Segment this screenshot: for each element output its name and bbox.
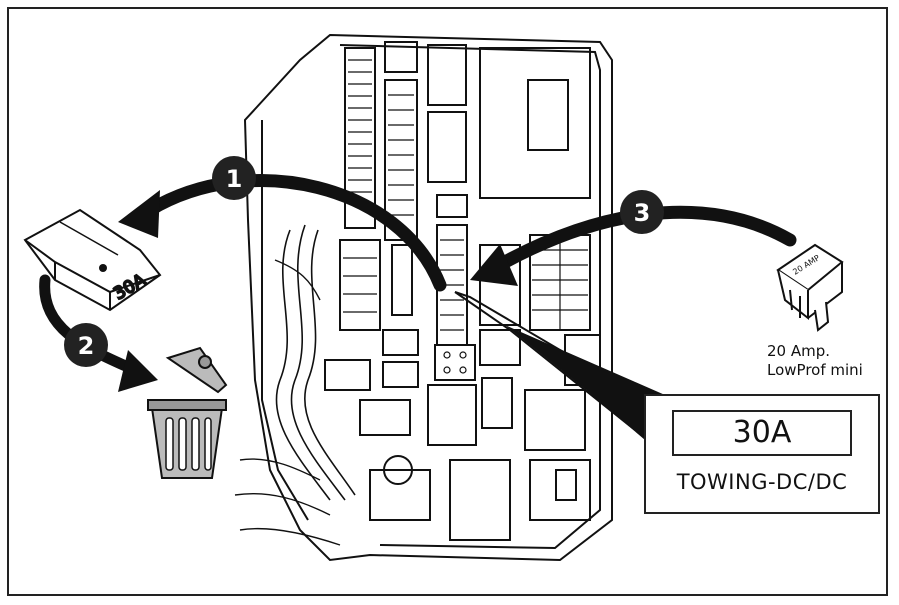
new-fuse-caption-line1: 20 Amp.: [767, 342, 863, 361]
step-badge-3: 3: [620, 190, 664, 234]
trash-can-icon: [148, 348, 226, 478]
step-badge-2: 2: [64, 323, 108, 367]
step-badge-1: 1: [212, 156, 256, 200]
step-number-1: 1: [226, 165, 243, 193]
new-fuse-icon: 20 AMP: [778, 245, 842, 330]
callout-amperage: 30A: [672, 410, 852, 456]
fuse-box-illustration: [235, 35, 612, 560]
callout-circuit-name: TOWING-DC/DC: [646, 470, 878, 494]
new-fuse-caption-line2: LowProf mini: [767, 361, 863, 380]
fuse-callout-box: 30A TOWING-DC/DC: [644, 394, 880, 514]
step-number-2: 2: [78, 332, 95, 360]
step-number-3: 3: [634, 199, 651, 227]
new-fuse-caption: 20 Amp. LowProf mini: [767, 342, 863, 380]
